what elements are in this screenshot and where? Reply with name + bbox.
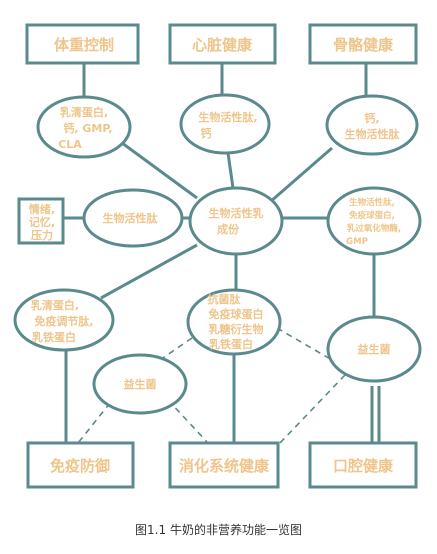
dash-probiotic-left-digestive-box <box>167 399 209 444</box>
dash-probiotic-right-digestive-box <box>279 374 346 444</box>
oral-factors-line-1: 生物活性肽, <box>349 197 395 208</box>
oral-factors-line-3: 乳过氧化物酶, <box>347 223 401 234</box>
figure-caption: 图1.1 牛奶的非营养功能一览图 <box>135 523 302 537</box>
weight-factors-line-3: CLA <box>58 138 82 151</box>
heart-factors-line-2: 钙 <box>201 126 212 140</box>
weight-factors-node <box>36 95 132 159</box>
immune-factors-line-3: 乳铁蛋白 <box>32 330 76 344</box>
probiotic-right-label: 益生菌 <box>358 342 391 356</box>
oral-factors-line-4: GMP <box>346 237 368 247</box>
bone-factors-line-1: 钙, <box>364 111 379 125</box>
oral-health-box <box>308 441 418 489</box>
dash-probiotic-left-immune-box <box>77 402 111 444</box>
heart-factors-line-1: 生物活性肽, <box>198 110 257 124</box>
peptide-label: 生物活性肽 <box>103 211 159 225</box>
emotion-line-1: 情绪, <box>29 202 55 216</box>
link-weight-center <box>117 138 198 200</box>
weight-factors-line-1: 乳清蛋白, <box>60 105 108 119</box>
weight-control-label: 体重控制 <box>54 36 114 54</box>
immune-factors-line-2: 免疫调节肽, <box>34 314 93 328</box>
probiotic-right-node <box>326 315 422 383</box>
bone-factors-line-2: 生物活性肽 <box>345 127 401 141</box>
weight-factors-line-2: 钙, GMP, <box>63 121 112 135</box>
center-line-1: 生物活性乳 <box>209 206 264 220</box>
emotion-line-2: 记忆, <box>29 215 55 229</box>
digestive-health-label: 消化系统健康 <box>179 457 270 475</box>
dash-digestive-factors-probiotic-right <box>276 327 333 361</box>
center-node <box>188 186 284 256</box>
oral-factors-line-2: 免疫球蛋白, <box>349 210 395 221</box>
bone-factors-node <box>325 94 419 156</box>
link-center-immune <box>100 243 198 300</box>
digestive-health-box <box>168 441 280 489</box>
digestive-factors-node <box>186 288 282 356</box>
heart-health-box <box>168 23 277 65</box>
oral-health-label: 口腔健康 <box>333 457 394 475</box>
digestive-factors-line-1: 抗菌肽 <box>208 292 242 306</box>
bone-health-box <box>308 23 418 65</box>
link-bone-center <box>269 146 333 204</box>
immune-defense-box <box>26 441 135 489</box>
immune-factors-line-1: 乳清蛋白, <box>31 298 79 312</box>
digestive-factors-line-4: 乳铁蛋白 <box>209 337 253 351</box>
link-heart-center <box>226 152 235 189</box>
heart-factors-node <box>179 93 271 155</box>
solid-connectors <box>63 63 381 443</box>
peptide-node <box>82 188 184 248</box>
oral-factors-node <box>326 186 422 256</box>
digestive-factors-line-2: 免疫球蛋白 <box>209 307 264 321</box>
emotion-memory-stress-box <box>17 197 65 245</box>
heart-health-label: 心脏健康 <box>192 36 253 54</box>
digestive-factors-line-3: 乳糖衍生物 <box>209 322 264 336</box>
center-line-2: 成份 <box>217 222 240 236</box>
immune-factors-node <box>13 288 115 352</box>
probiotic-left-node <box>92 353 188 415</box>
probiotic-left-label: 益生菌 <box>124 377 157 391</box>
bone-health-label: 骨骼健康 <box>333 36 394 54</box>
immune-defense-label: 免疫防御 <box>50 457 110 475</box>
weight-control-box <box>25 23 140 65</box>
emotion-line-3: 压力 <box>31 228 53 242</box>
